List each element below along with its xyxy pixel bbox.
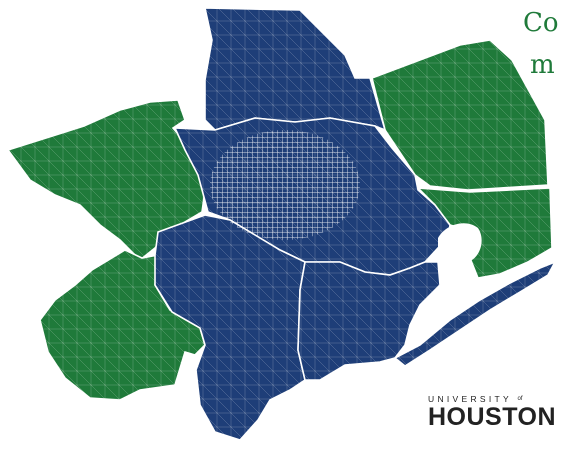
tract-lines — [205, 8, 385, 130]
university-logo: UNIVERSITY of HOUSTON — [428, 394, 565, 430]
outer-counties — [6, 39, 553, 401]
caption-line-1: Co — [523, 8, 559, 38]
tract-lines — [40, 250, 205, 400]
logo-top-line: UNIVERSITY of — [428, 394, 565, 404]
logo-of: of — [517, 396, 523, 402]
bay-water — [438, 223, 482, 262]
tract-lines — [8, 100, 205, 260]
tract-lines — [298, 262, 440, 380]
urban-core — [210, 130, 360, 240]
logo-university: UNIVERSITY — [428, 394, 512, 404]
tract-lines — [418, 188, 552, 278]
logo-houston: HOUSTON — [428, 403, 557, 431]
tract-lines — [372, 40, 548, 190]
tract-lines — [395, 262, 555, 366]
tract-lines — [155, 215, 305, 440]
caption-line-2: m — [530, 50, 555, 80]
